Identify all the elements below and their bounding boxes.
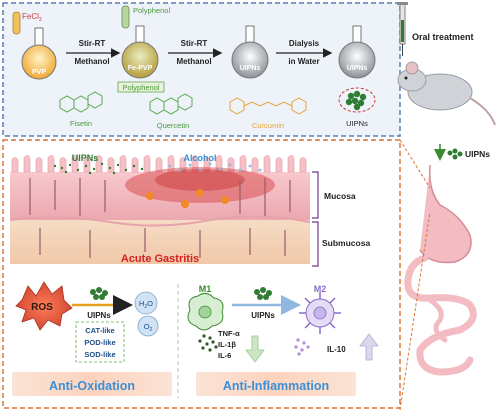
down-arrow-icon (245, 335, 265, 363)
flask-uipns-1-label: UIPNs (240, 65, 261, 72)
il-1b-label: IL-1β (218, 340, 236, 349)
o2-label: O2 (144, 322, 153, 333)
zoom-connector (399, 139, 431, 411)
flask-pvp-label: PVP (32, 69, 46, 76)
antiox-uipns-label: UIPNs (87, 311, 111, 320)
h2o-label: H2O (139, 299, 153, 310)
submucosa-label: Submucosa (322, 238, 370, 248)
anti-inflammation-title: Anti-Inflammation (223, 379, 329, 393)
oral-uipns-label: UIPNs (465, 149, 490, 159)
step2-bottom-label: Methanol (176, 57, 211, 66)
step2-arrow: Stir-RT Methanol (168, 39, 223, 66)
step1-top-label: Stir-RT (79, 39, 106, 48)
synthesis-panel: FeCl3 PVP Stir-RT Methanol Polyphenol Fe… (2, 2, 401, 137)
tnf-alpha-label: TNF-α (218, 329, 240, 338)
m2-label: M2 (314, 284, 327, 294)
flask-uipns-1: UIPNs (231, 25, 269, 79)
uipns-label: UIPNs (346, 119, 368, 128)
il-6-label: IL-6 (218, 351, 231, 360)
polyphenol-tube-label: Polyphenol (133, 6, 170, 15)
alcohol-label: Alcohol (184, 153, 217, 163)
quercetin-label: Quercetin (157, 121, 190, 130)
step3-arrow: Dialysis in Water (276, 39, 333, 66)
up-arrow-icon (359, 333, 379, 361)
step3-bottom-label: in Water (288, 57, 319, 66)
flask-pvp: PVP (21, 27, 57, 80)
antioxidation-section: ROS UIPNs H2O O2 CAT-like POD-like SOD-l… (12, 281, 172, 396)
flask-uipns-2: UIPNs (338, 25, 376, 79)
uipns-particles (53, 162, 144, 175)
syringe (397, 2, 408, 56)
uipns-cluster: UIPNs (338, 87, 376, 128)
step2-top-label: Stir-RT (181, 39, 208, 48)
molecule-quercetin: Quercetin (149, 93, 193, 130)
mucosa-label: Mucosa (324, 191, 356, 201)
molecule-curcumin: Curcumin (229, 97, 307, 130)
flask-fe-pvp-label: Fe-PVP (128, 65, 153, 72)
anti-oxidation-title: Anti-Oxidation (49, 379, 135, 393)
polyphenol-box: Polyphenol (117, 81, 165, 93)
gi-tract (404, 164, 477, 376)
m2-macrophage (299, 292, 341, 334)
fisetin-label: Fisetin (70, 119, 92, 128)
stomach-tissue (9, 155, 311, 264)
fecl3-label: FeCl3 (22, 12, 42, 23)
step3-top-label: Dialysis (289, 39, 320, 48)
layer-brackets (312, 171, 319, 267)
fecl3-tube: FeCl3 (12, 11, 42, 35)
antiinflammation-section: M1 TNF-α IL-1β IL-6 UIPNs M2 (187, 284, 379, 396)
alcohol-droplets (168, 162, 262, 172)
step1-bottom-label: Methanol (74, 57, 109, 66)
il-10-label: IL-10 (327, 345, 346, 354)
antiinfl-uipns-label: UIPNs (251, 311, 275, 320)
acute-gastritis-label: Acute Gastritis (121, 253, 199, 265)
uipns-oral-indicator: UIPNs (434, 144, 490, 161)
polyphenol-box-label: Polyphenol (122, 83, 159, 92)
molecule-fisetin: Fisetin (59, 91, 103, 128)
step1-arrow: Stir-RT Methanol (66, 39, 121, 66)
mouse (397, 61, 496, 126)
ros-label: ROS (31, 302, 53, 313)
oral-treatment-label: Oral treatment (412, 32, 474, 42)
flask-uipns-2-label: UIPNs (347, 65, 368, 72)
m1-label: M1 (199, 284, 212, 294)
flask-fe-pvp: Fe-PVP (121, 25, 159, 79)
curcumin-label: Curcumin (252, 121, 284, 130)
cat-like-label: CAT-like (85, 326, 114, 335)
tissue-uipns-label: UIPNs (72, 153, 99, 163)
sod-like-label: SOD-like (84, 350, 115, 359)
polyphenol-tube: Polyphenol (121, 5, 170, 29)
pod-like-label: POD-like (84, 338, 115, 347)
